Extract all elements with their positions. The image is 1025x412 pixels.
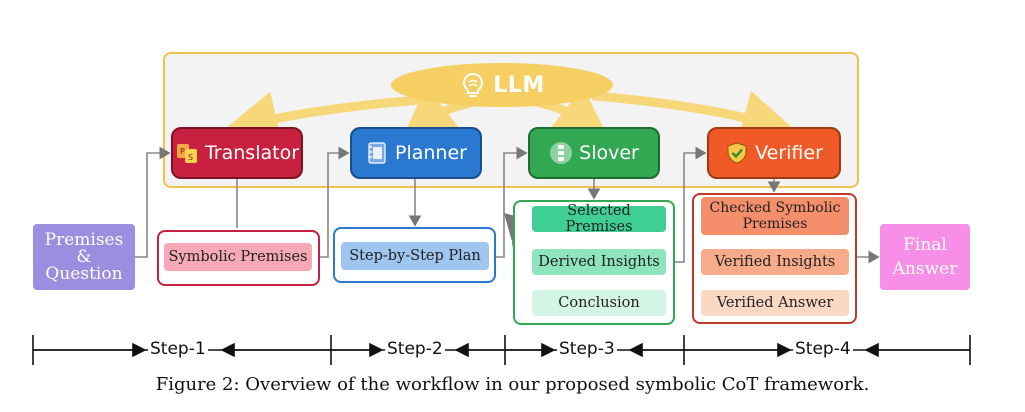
step-3-label: Step-3	[557, 339, 617, 359]
input-line-3: Question	[45, 263, 123, 284]
llm-to-verifier-arrow	[590, 90, 797, 143]
conclusion-node: Conclusion	[532, 290, 666, 316]
planner-agent: Planner	[350, 127, 482, 179]
figure-caption: Figure 2: Overview of the workflow in ou…	[155, 374, 870, 395]
verifier-label: Verifier	[755, 142, 823, 164]
step-by-step-plan-node: Step-by-Step Plan	[341, 242, 489, 270]
derived-insights-node: Derived Insights	[532, 249, 666, 275]
selected-premises-node: Selected Premises	[532, 203, 666, 235]
slover-label: Slover	[579, 142, 639, 164]
lightbulb-brain-icon	[463, 72, 484, 97]
plan-to-slover-arrow	[496, 146, 528, 258]
slover-to-verifier-arrow	[675, 146, 707, 263]
llm-node: LLM	[391, 63, 613, 107]
premises-question-node: Premises & Question	[33, 224, 135, 290]
svg-text:P: P	[180, 147, 185, 156]
shield-check-icon	[727, 142, 747, 164]
svg-text:S: S	[188, 153, 193, 162]
step-2-label: Step-2	[385, 339, 445, 359]
final-answer-node: Final Answer	[880, 224, 970, 290]
translator-agent: P S Translator	[171, 127, 303, 179]
verified-answer-node: Verified Answer	[701, 290, 849, 316]
checked-symbolic-premises-node: Checked Symbolic Premises	[701, 197, 849, 235]
final-line-1: Final	[903, 235, 947, 255]
symbolic-to-planner-arrow	[320, 146, 350, 258]
input-to-translator-arrow	[135, 146, 171, 258]
translator-label: Translator	[204, 142, 300, 164]
verified-insights-node: Verified Insights	[701, 249, 849, 275]
step-4-label: Step-4	[793, 339, 853, 359]
slover-agent: Slover	[528, 127, 660, 179]
llm-to-slover-arrow	[535, 86, 610, 141]
symbolic-premises-node: Symbolic Premises	[164, 243, 312, 271]
step-1-label: Step-1	[148, 339, 208, 359]
final-line-2: Answer	[892, 259, 958, 279]
notebook-icon	[368, 142, 386, 164]
translate-icon: P S	[176, 144, 197, 163]
verifier-agent: Verifier	[707, 127, 841, 179]
llm-label: LLM	[493, 72, 545, 98]
solver-icon	[550, 142, 573, 164]
input-line-2: &	[76, 246, 92, 267]
input-line-1: Premises	[44, 229, 124, 250]
llm-to-translator-arrow	[223, 91, 425, 145]
planner-label: Planner	[395, 142, 467, 164]
llm-to-planner-arrow	[400, 86, 475, 141]
